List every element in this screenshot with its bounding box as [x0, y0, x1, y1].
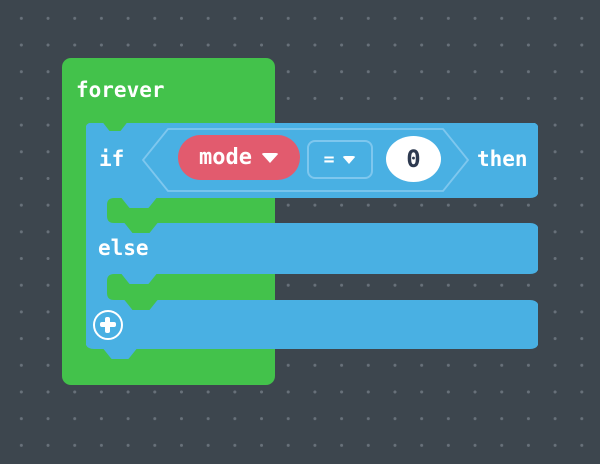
add-branch-button[interactable]	[93, 310, 123, 340]
operator-label: =	[323, 148, 335, 170]
number-value: 0	[406, 145, 421, 173]
operator-dropdown[interactable]: =	[307, 140, 373, 179]
comparison-block-outline[interactable]	[142, 128, 469, 192]
plus-icon	[105, 316, 110, 333]
number-input[interactable]: 0	[386, 136, 441, 182]
if-label: if	[99, 147, 125, 171]
else-label: else	[98, 236, 149, 260]
dropdown-arrow-icon	[260, 152, 279, 163]
if-else-block[interactable]	[86, 123, 538, 359]
then-label: then	[477, 147, 528, 171]
variable-dropdown[interactable]: mode	[178, 135, 300, 180]
if-else-block-body[interactable]	[86, 123, 538, 359]
variable-label: mode	[199, 144, 252, 170]
dropdown-arrow-icon	[342, 155, 357, 164]
forever-label: forever	[76, 78, 165, 102]
